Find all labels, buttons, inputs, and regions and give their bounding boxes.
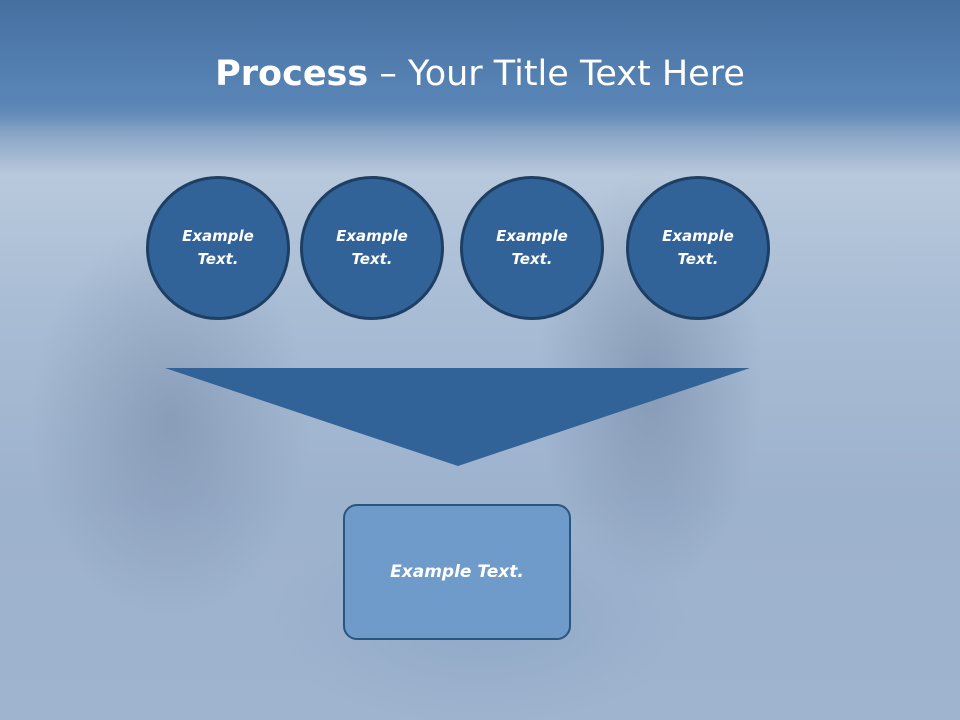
result-box[interactable]: Example Text.: [343, 504, 571, 640]
circle-label: Example Text.: [662, 227, 734, 268]
result-box-label: Example Text.: [390, 562, 524, 582]
funnel-arrow[interactable]: [165, 368, 750, 466]
header-band: [0, 0, 960, 130]
funnel-arrow-shape: [165, 368, 750, 466]
circle-label: Example Text.: [182, 227, 254, 268]
process-circle-1[interactable]: Example Text.: [146, 176, 290, 320]
circle-label: Example Text.: [496, 227, 568, 268]
process-circle-4[interactable]: Example Text.: [626, 176, 770, 320]
slide-title: Process – Your Title Text Here: [0, 48, 960, 100]
title-bold: Process: [215, 54, 369, 94]
title-rest: – Your Title Text Here: [368, 54, 745, 94]
circle-label: Example Text.: [336, 227, 408, 268]
process-circle-2[interactable]: Example Text.: [300, 176, 444, 320]
process-circle-3[interactable]: Example Text.: [460, 176, 604, 320]
